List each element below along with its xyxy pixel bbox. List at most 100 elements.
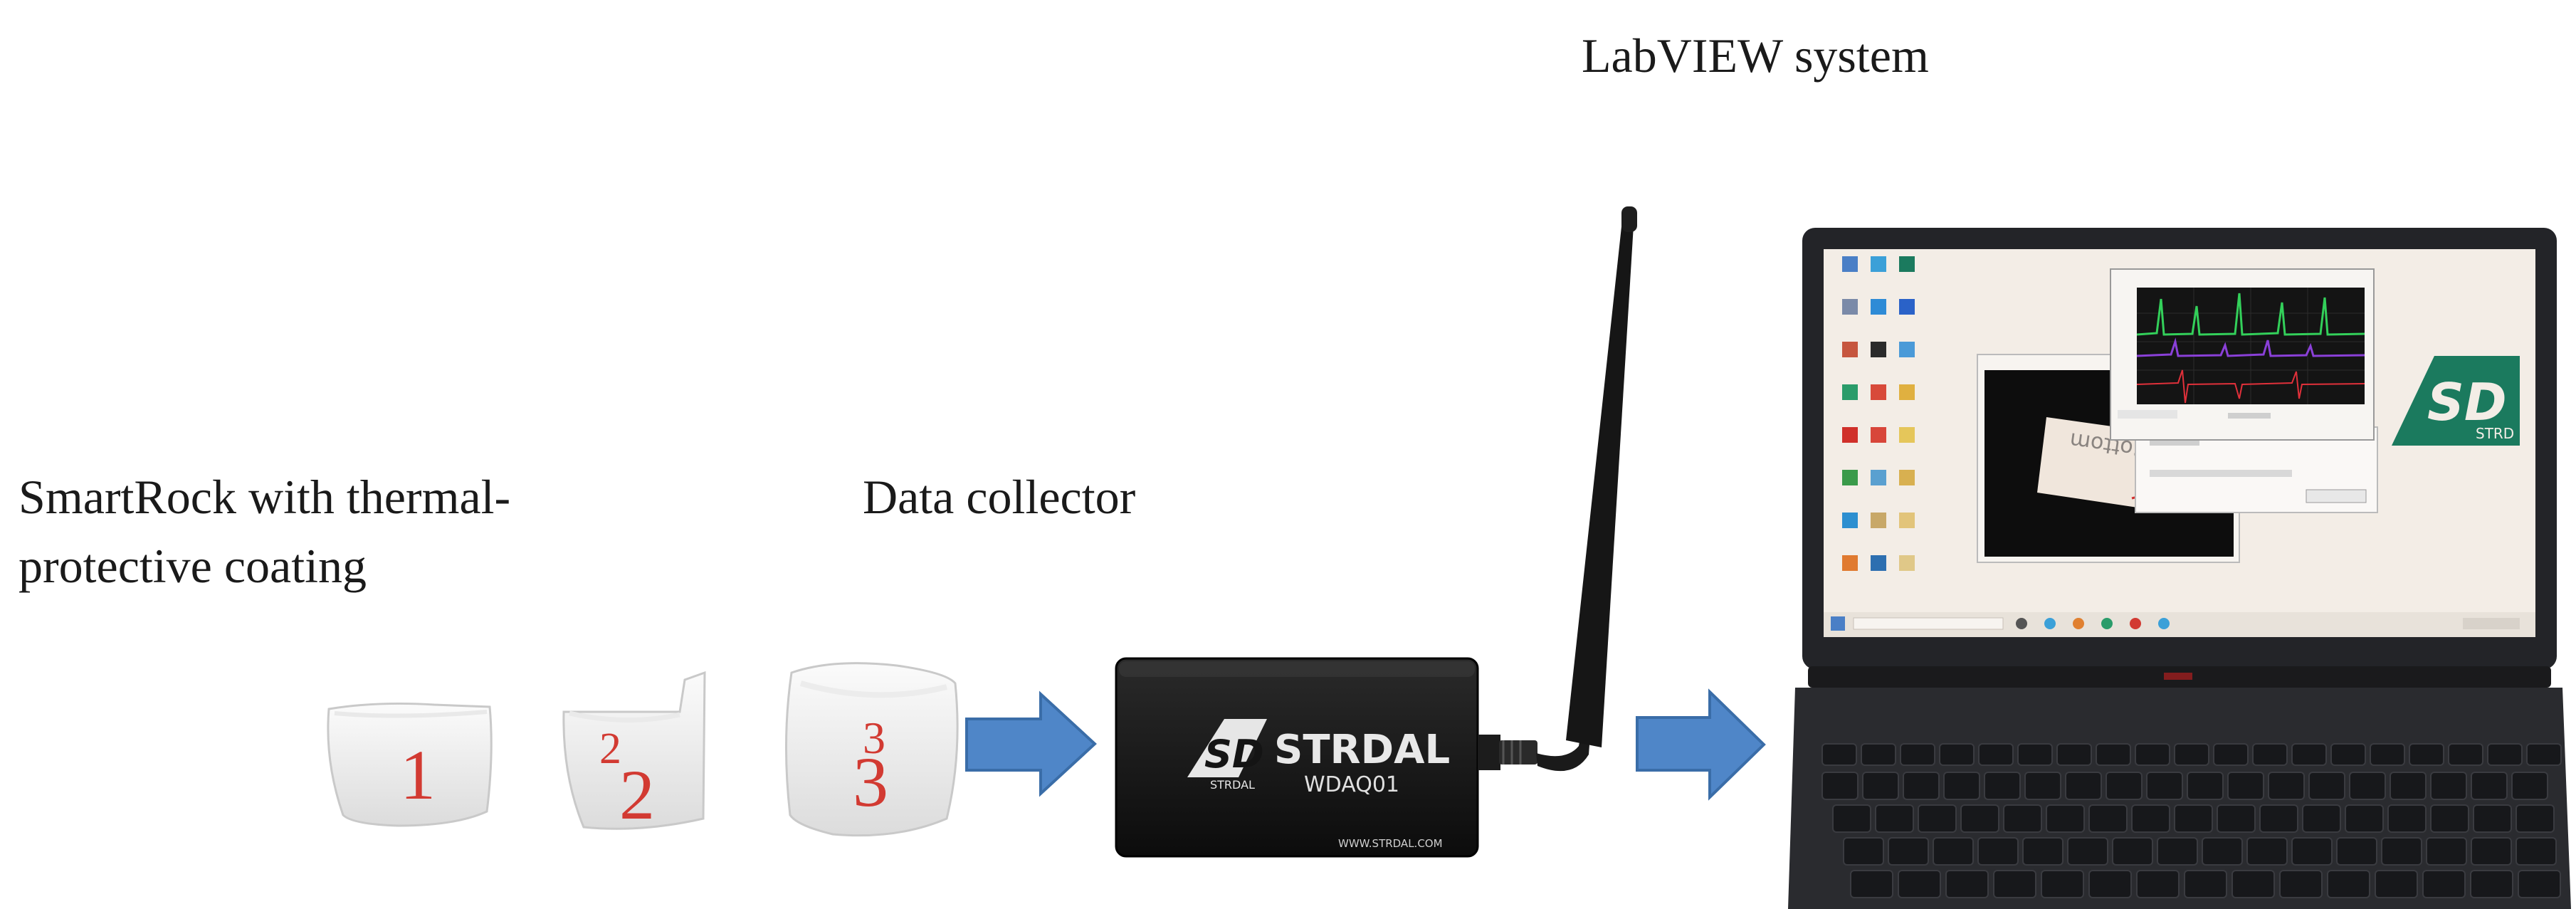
laptop: Bottom SD STRD [1788, 228, 2571, 909]
keyboard-key [2135, 743, 2170, 766]
keyboard-key [2302, 804, 2341, 833]
wallpaper-logo-text: STRD [2476, 425, 2514, 442]
keyboard-key [2526, 743, 2562, 766]
keyboard-key [1984, 772, 2021, 800]
keyboard-key [2268, 772, 2305, 800]
keyboard-key [1900, 743, 1935, 766]
smartrock-1: 1 [327, 702, 493, 827]
collector-model: WDAQ01 [1304, 772, 1399, 797]
keyboard-key [1832, 804, 1871, 833]
keyboard-key [2279, 870, 2323, 898]
rock-2-number: 2 [619, 755, 655, 834]
keyboard-key [2336, 837, 2377, 866]
rock-1-number: 1 [400, 735, 436, 814]
keyboard-key [1862, 772, 1899, 800]
keyboard-key [2409, 743, 2444, 766]
keyboard-key [2174, 743, 2209, 766]
smartrock-label-line-1: SmartRock with thermal- [19, 470, 511, 524]
keyboard-key [2448, 743, 2483, 766]
collector-logo-subtext: STRDAL [1210, 778, 1255, 792]
keyboard-key [2227, 772, 2264, 800]
keyboard-key [2327, 870, 2370, 898]
smartrock-label: SmartRock with thermal- protective coati… [19, 463, 510, 600]
keyboard-key [2375, 870, 2418, 898]
keyboard-key [2470, 870, 2513, 898]
data-collector-label: Data collector [863, 470, 1136, 524]
keyboard-key [2515, 804, 2555, 833]
keyboard-key [2003, 804, 2042, 833]
keyboard-key [2131, 804, 2170, 833]
keyboard [1821, 743, 2562, 898]
keyboard-key [1978, 743, 2014, 766]
keyboard-key [1821, 772, 1859, 800]
keyboard-key [2096, 743, 2131, 766]
smartrock-2: 2 2 [562, 671, 706, 834]
rock-3-number: 3 [853, 742, 888, 821]
arrow-collector-to-laptop [1636, 688, 1766, 801]
keyboard-key [2067, 837, 2108, 866]
keyboard-key [1898, 870, 1941, 898]
keyboard-key [1993, 870, 2036, 898]
keyboard-key [2046, 804, 2085, 833]
wallpaper-logo-sd: SD [2427, 372, 2507, 432]
keyboard-key [1903, 772, 1940, 800]
keyboard-key [2088, 870, 2132, 898]
keyboard-key [2291, 837, 2333, 866]
keyboard-key [1939, 743, 1975, 766]
keyboard-key [2515, 837, 2557, 866]
keyboard-key [2112, 837, 2153, 866]
keyboard-key [2330, 743, 2366, 766]
keyboard-key [2381, 837, 2422, 866]
desktop-icons [1842, 256, 1915, 571]
keyboard-key [2041, 870, 2084, 898]
keyboard-key [2518, 870, 2561, 898]
keyboard-key [1943, 772, 1980, 800]
keyboard-key [2065, 772, 2102, 800]
keyboard-key [2387, 804, 2427, 833]
keyboard-key [1821, 743, 1857, 766]
keyboard-key [2345, 804, 2384, 833]
keyboard-key [1977, 837, 2019, 866]
keyboard-key [1960, 804, 1999, 833]
keyboard-key [2422, 870, 2466, 898]
keyboard-key [2471, 837, 2512, 866]
collector-brand: STRDAL [1274, 727, 1450, 773]
data-collector: SD STRDAL STRDAL WDAQ01 WWW.STRDAL.COM [1115, 657, 1479, 858]
wallpaper-logo-icon: SD STRD [2392, 356, 2520, 446]
keyboard-key [1850, 870, 1893, 898]
keyboard-key [2252, 743, 2288, 766]
labview-label: LabVIEW system [1582, 28, 1929, 83]
keyboard-key [2184, 870, 2227, 898]
keyboard-key [2088, 804, 2128, 833]
keyboard-key [2106, 772, 2143, 800]
keyboard-key [2056, 743, 2092, 766]
keyboard-key [1888, 837, 1929, 866]
rock-2-top-mark: 2 [599, 725, 621, 773]
keyboard-key [2487, 743, 2523, 766]
smartrock-3: 3 3 [784, 662, 959, 837]
collector-website: WWW.STRDAL.COM [1338, 837, 1443, 850]
keyboard-key [2017, 743, 2053, 766]
keyboard-key [2246, 837, 2288, 866]
antenna-icon [1478, 206, 1637, 772]
keyboard-key [1918, 804, 1957, 833]
keyboard-key [2430, 804, 2469, 833]
keyboard-key [2349, 772, 2386, 800]
arrow-rocks-to-collector [965, 690, 1097, 797]
keyboard-key [2157, 837, 2198, 866]
rock-3-top-mark: 3 [863, 713, 885, 763]
keyboard-key [2174, 804, 2213, 833]
keyboard-key [1945, 870, 1989, 898]
keyboard-key [2022, 837, 2064, 866]
keyboard-key [2231, 870, 2275, 898]
keyboard-key [2213, 743, 2249, 766]
keyboard-key [2511, 772, 2548, 800]
keyboard-key [1875, 804, 1914, 833]
keyboard-key [2291, 743, 2327, 766]
smartrock-label-line-2: protective coating [19, 538, 367, 593]
keyboard-key [2430, 772, 2467, 800]
keyboard-key [2370, 743, 2405, 766]
keyboard-key [2426, 837, 2467, 866]
keyboard-key [1843, 837, 1884, 866]
